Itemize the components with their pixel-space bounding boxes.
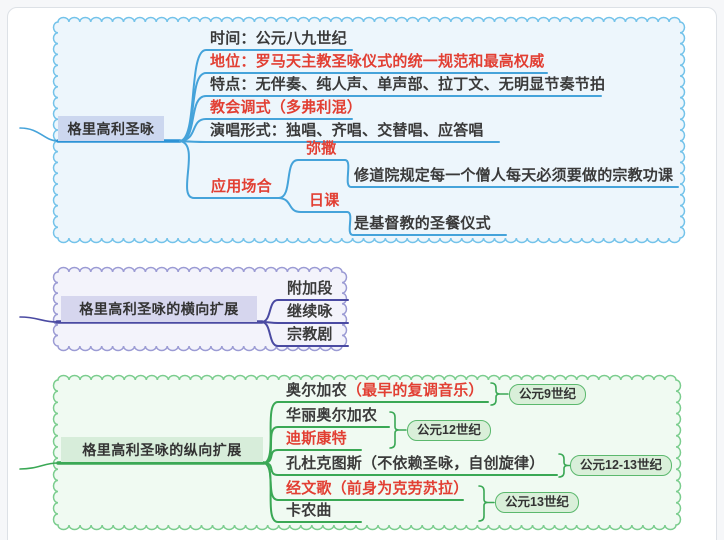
topic-florid-organum[interactable]: 华丽奥尔加农 [286, 407, 378, 424]
topic-church-modes[interactable]: 教会调式（多弗利混） [210, 99, 363, 116]
topic-daily-office[interactable]: 日课 [309, 192, 340, 209]
topic-time[interactable]: 时间：公元八九世纪 [210, 30, 347, 47]
topic-canon[interactable]: 卡农曲 [286, 502, 332, 519]
topic-liturgical-drama[interactable]: 宗教剧 [287, 326, 333, 343]
topic-organum[interactable]: 奥尔加农（最早的复调音乐） [286, 381, 484, 401]
topic-horizontal-expansion[interactable]: 格里高利圣咏的横向扩展 [61, 296, 257, 322]
topic-mass[interactable]: 弥撒 [306, 140, 337, 157]
topic-status[interactable]: 地位：罗马天主教圣咏仪式的统一规范和最高权威 [210, 53, 545, 70]
topic-application[interactable]: 应用场合 [211, 178, 272, 195]
organum-note: （最早的复调音乐） [346, 382, 484, 399]
topic-conductus[interactable]: 孔杜克图斯（不依赖圣咏，自创旋律） [286, 455, 545, 472]
era-badge-13th-century[interactable]: 公元13世纪 [495, 492, 579, 513]
era-badge-9th-century[interactable]: 公元9世纪 [509, 384, 586, 405]
topic-discant[interactable]: 迪斯康特 [286, 430, 347, 447]
topic-sequence[interactable]: 继续咏 [287, 303, 333, 320]
topic-daily-office-desc[interactable]: 是基督教的圣餐仪式 [354, 215, 491, 232]
topic-vertical-expansion[interactable]: 格里高利圣咏的纵向扩展 [61, 437, 263, 462]
topic-singing-forms[interactable]: 演唱形式：独唱、齐唱、交替唱、应答唱 [210, 122, 484, 139]
topic-mass-desc[interactable]: 修道院规定每一个僧人每天必须要做的宗教功课 [354, 167, 674, 184]
topic-motet[interactable]: 经文歌（前身为克劳苏拉） [286, 480, 469, 497]
topic-features[interactable]: 特点：无伴奏、纯人声、单声部、拉丁文、无明显节奏节拍 [210, 76, 606, 93]
topic-trope[interactable]: 附加段 [287, 280, 333, 297]
topic-gregorian-chant[interactable]: 格里高利圣咏 [58, 116, 164, 141]
organum-name: 奥尔加农 [286, 382, 347, 399]
era-badge-12th-century[interactable]: 公元12世纪 [407, 420, 491, 441]
era-badge-12-13th-century[interactable]: 公元12-13世纪 [570, 455, 672, 476]
